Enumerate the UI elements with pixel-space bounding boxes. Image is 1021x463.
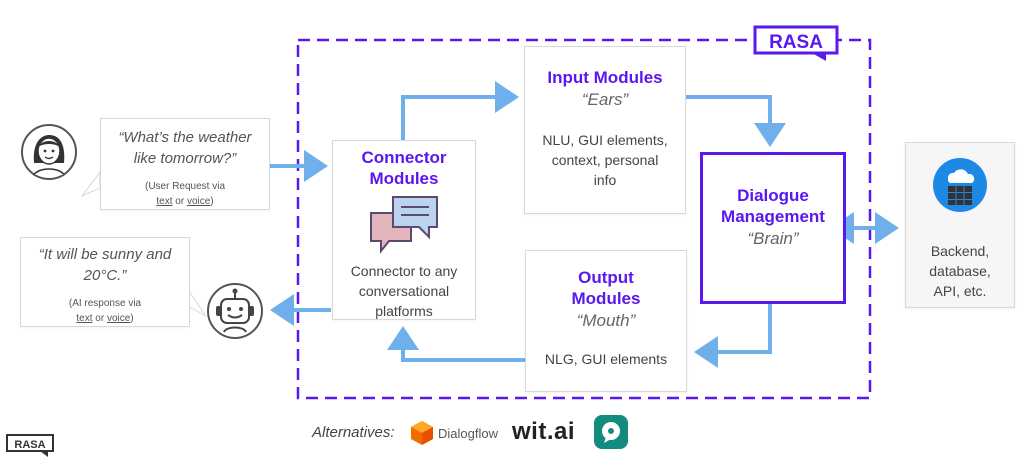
bot-note-line1: (AI response via [68, 298, 142, 309]
input-description: NLU, GUI elements, context, personal inf… [525, 130, 685, 190]
output-title-line1: Output [578, 268, 634, 287]
cloud-server-icon [932, 157, 988, 213]
output-modules-box: Output Modules “Mouth” NLG, GUI elements [525, 250, 687, 392]
user-request-bubble: “What’s the weather like tomorrow?” (Use… [100, 118, 270, 210]
rasa-logo-bottom: RASA [6, 434, 56, 458]
bot-response-bubble: “It will be sunny and 20°C.” (AI respons… [20, 237, 190, 327]
arrow-output-to-connector [387, 326, 525, 362]
user-text-link[interactable]: text [156, 196, 173, 207]
connector-description: Connector to any conversational platform… [333, 261, 475, 321]
connector-desc-line3: platforms [375, 303, 433, 319]
dialogue-title-line1: Dialogue [737, 186, 809, 205]
bot-quote-line2: 20°C.” [83, 267, 127, 284]
input-subtitle: “Ears” [581, 90, 629, 109]
user-note-line2: text or voice) [156, 196, 214, 207]
input-desc-line1: NLU, GUI elements, [542, 132, 668, 148]
dialogflow-logo-icon [410, 420, 434, 446]
connector-modules-box: Connector Modules Connector to any conve… [332, 140, 476, 320]
input-title: Input Modules [547, 68, 663, 87]
backend-line2: database, [929, 263, 991, 279]
output-subtitle: “Mouth” [576, 311, 636, 330]
user-quote-line1: “What’s the weather [118, 129, 252, 146]
backend-box: Backend, database, API, etc. [905, 142, 1015, 308]
user-note-line1: (User Request via [144, 181, 226, 192]
output-description: NLG, GUI elements [544, 351, 668, 367]
bot-bubble-tail [187, 288, 207, 317]
backend-line3: API, etc. [933, 283, 987, 299]
output-title-line2: Modules [571, 289, 641, 308]
backend-line1: Backend, [930, 243, 990, 259]
arrow-dialogue-to-output [694, 304, 772, 368]
rasa-logo-text: RASA [769, 32, 823, 53]
rasa-logo-top: RASA [752, 24, 842, 64]
chat-alt-logo-icon [594, 415, 628, 449]
bot-quote-line1: “It will be sunny and [38, 246, 172, 263]
alternatives-label: Alternatives: [312, 424, 395, 441]
user-bubble-tail [80, 170, 101, 198]
dialogue-subtitle: “Brain” [747, 229, 799, 248]
bot-note-line2: text or voice) [76, 313, 134, 324]
dialogue-title-line2: Management [721, 207, 825, 226]
connector-title-line2: Modules [369, 169, 439, 188]
user-voice-link[interactable]: voice [186, 196, 211, 207]
input-desc-line2: context, personal [551, 152, 659, 168]
witai-logo-text: wit.ai [512, 418, 576, 445]
connector-title-line1: Connector [361, 148, 447, 167]
dialogflow-logo-text: Dialogflow [438, 426, 498, 441]
input-modules-box: Input Modules “Ears” NLU, GUI elements, … [524, 46, 686, 214]
rasa-logo-bottom-text: RASA [14, 439, 45, 451]
chat-bubbles-icon [367, 193, 441, 259]
backend-description: Backend, database, API, etc. [906, 241, 1014, 301]
robot-avatar-icon [206, 282, 264, 340]
user-quote-line2: like tomorrow?” [133, 150, 237, 167]
bot-voice-link[interactable]: voice [106, 313, 131, 324]
arrow-connector-to-input [401, 81, 519, 140]
user-avatar-icon [20, 123, 78, 181]
connector-desc-line1: Connector to any [350, 263, 458, 279]
dialogue-management-box: Dialogue Management “Brain” [700, 152, 846, 304]
bot-text-link[interactable]: text [76, 313, 93, 324]
arrow-input-to-dialogue [685, 95, 786, 147]
connector-desc-line2: conversational [358, 283, 450, 299]
input-desc-line3: info [593, 172, 617, 188]
